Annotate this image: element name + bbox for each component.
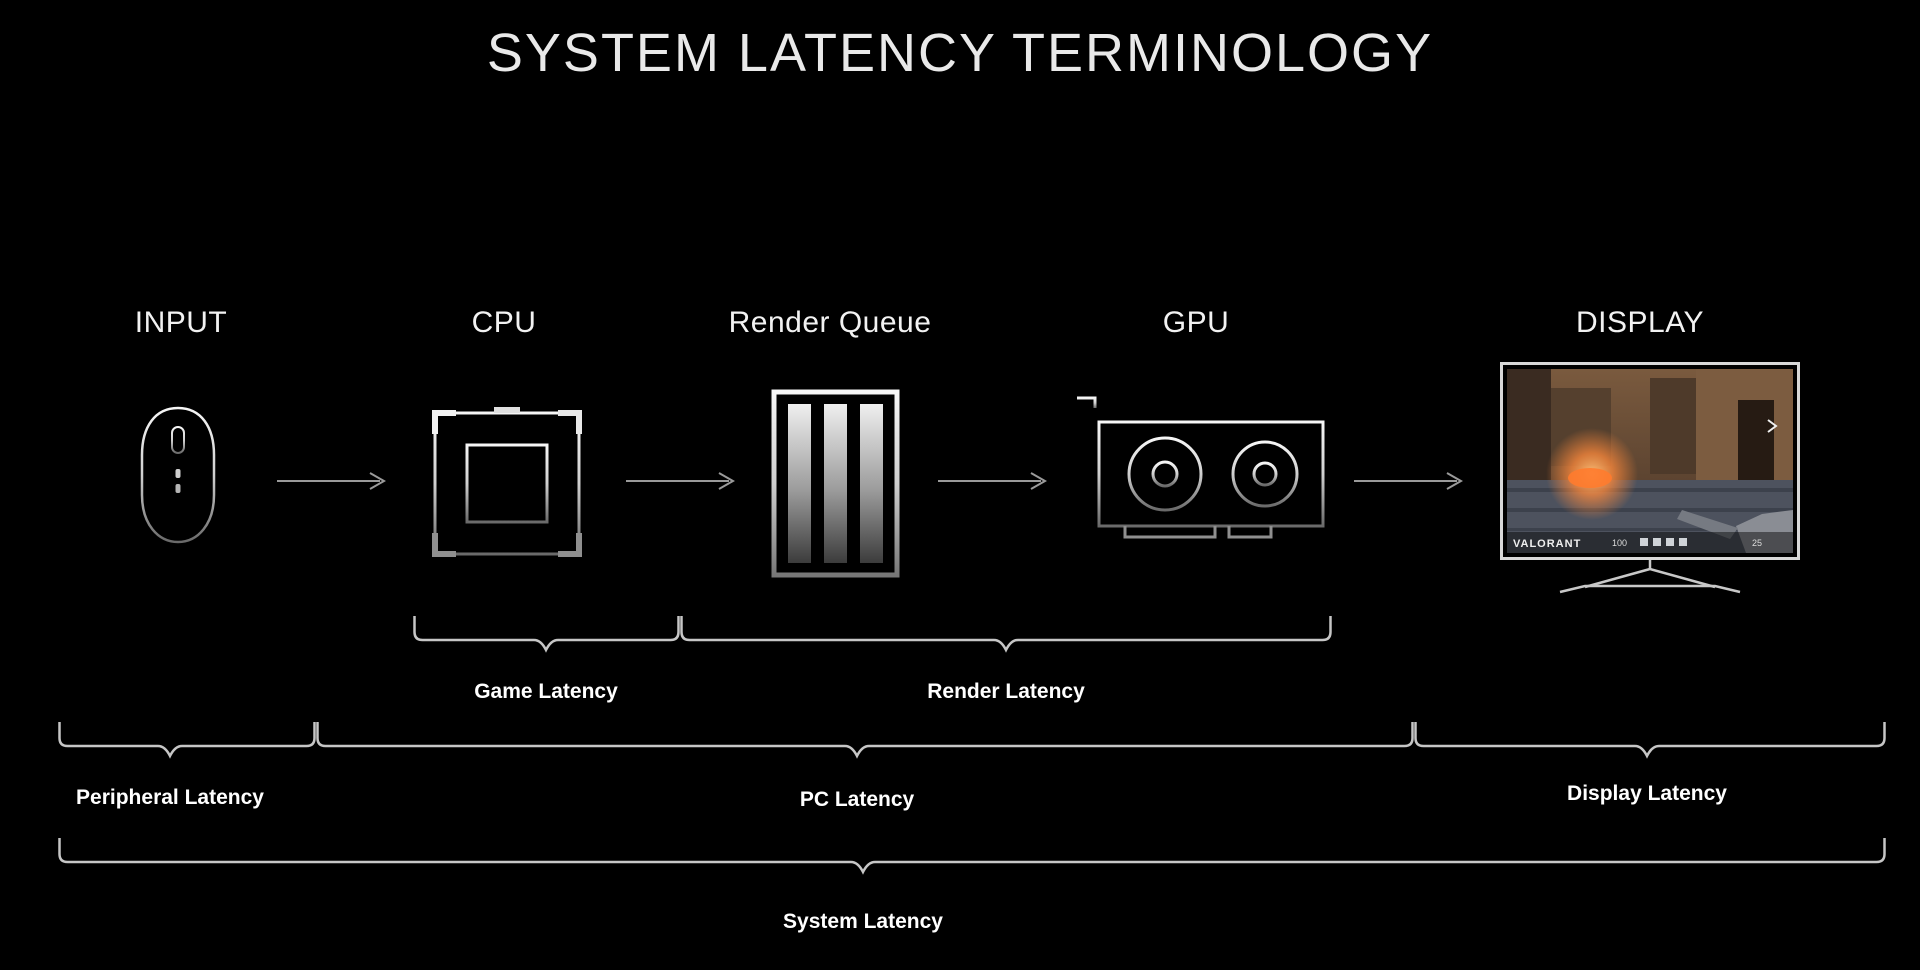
hud-ability-icons [1640,538,1687,546]
gpu-icon [1065,394,1335,568]
stage-label-display: DISPLAY [1576,306,1704,339]
bracket-display-latency [1414,722,1886,759]
display-icon: VALORANT 100 25 [1500,362,1800,607]
render-queue-icon [771,389,900,583]
bracket-system-latency [58,838,1886,875]
bracket-peripheral-latency [58,722,316,759]
game-screen: VALORANT 100 25 [1507,369,1793,553]
monitor-bezel [1500,362,1800,560]
stage-label-input: INPUT [134,306,228,339]
hud-ammo: 25 [1752,538,1762,548]
bracket-render-latency [680,616,1332,653]
flow-arrow-input-cpu [277,472,386,490]
stage-label-render-queue: Render Queue [728,306,932,339]
label-peripheral-latency: Peripheral Latency [76,786,264,809]
stage-label-gpu: GPU [1162,306,1230,339]
flow-arrow-gpu-display [1354,472,1463,490]
bracket-game-latency [413,616,680,653]
label-system-latency: System Latency [783,910,943,933]
mouse-icon [133,405,223,550]
stage-label-cpu: CPU [471,306,537,339]
label-render-latency: Render Latency [927,680,1085,703]
bracket-pc-latency [316,722,1414,759]
label-game-latency: Game Latency [474,680,618,703]
hud-credits: 100 [1612,538,1627,548]
label-pc-latency: PC Latency [799,788,915,811]
cpu-icon [426,398,588,574]
flow-arrow-cpu-queue [626,472,735,490]
game-logo-text: VALORANT [1513,538,1581,550]
flow-arrow-queue-gpu [938,472,1047,490]
page-title: SYSTEM LATENCY TERMINOLOGY [486,23,1434,83]
label-display-latency: Display Latency [1567,782,1727,805]
monitor-stand [1559,560,1741,594]
